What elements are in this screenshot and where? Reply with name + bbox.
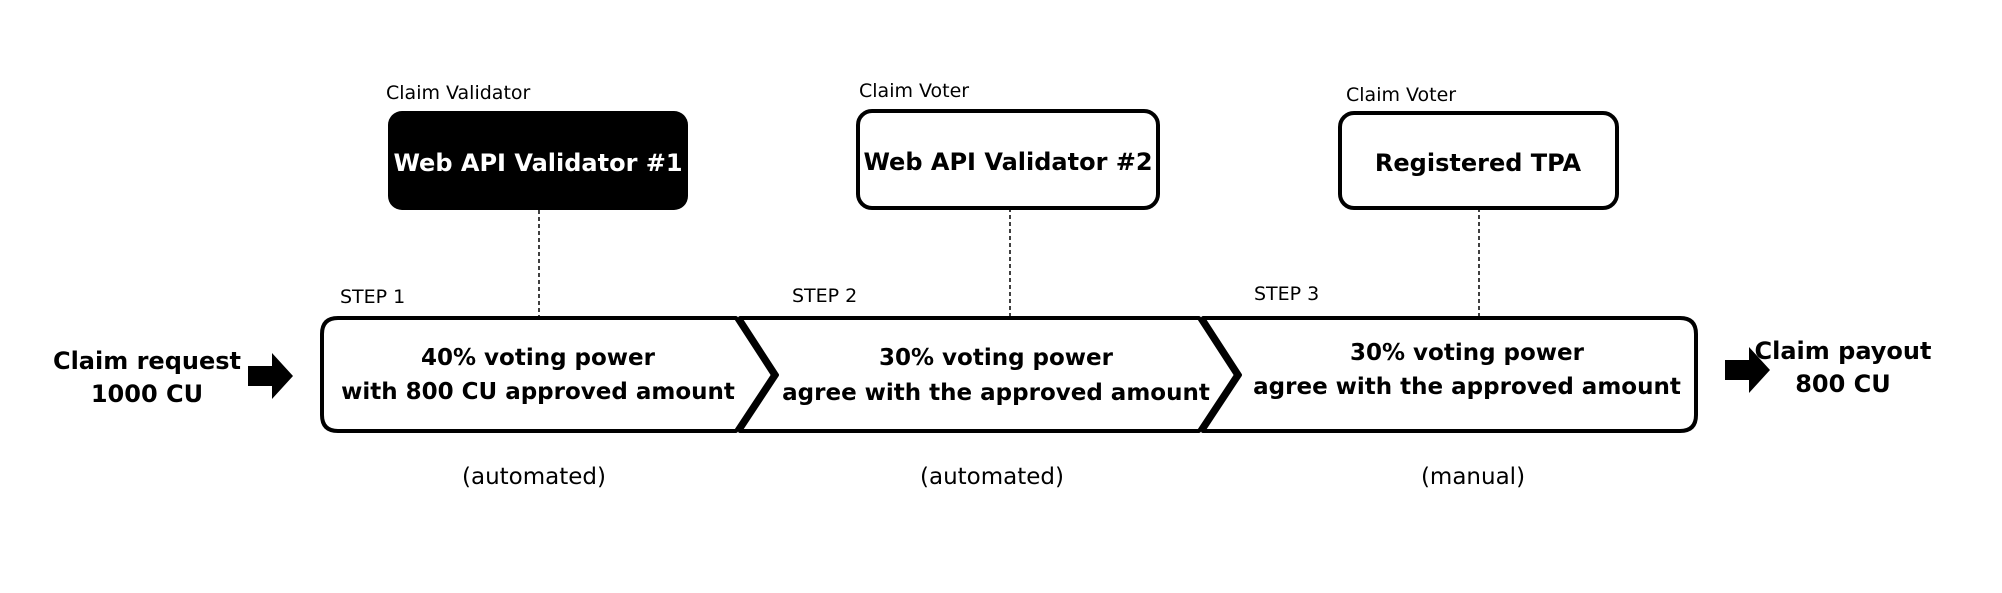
step2-line2: agree with the approved amount bbox=[782, 380, 1210, 406]
input-arrow-icon bbox=[248, 353, 293, 399]
role-name-2: Web API Validator #2 bbox=[863, 148, 1152, 176]
step3-line2: agree with the approved amount bbox=[1253, 374, 1681, 400]
step2-segment bbox=[738, 316, 1238, 433]
step-label-3: STEP 3 bbox=[1254, 283, 1319, 305]
claim-payout-line2: 800 CU bbox=[1795, 370, 1891, 398]
claim-request-line1: Claim request bbox=[53, 347, 241, 375]
role-label-3: Claim Voter bbox=[1346, 84, 1456, 106]
step1-line2: with 800 CU approved amount bbox=[341, 379, 735, 405]
output-arrow-icon bbox=[1725, 347, 1770, 393]
role-label-2: Claim Voter bbox=[859, 80, 969, 102]
role-name-3: Registered TPA bbox=[1375, 149, 1582, 177]
step-label-1: STEP 1 bbox=[340, 286, 405, 308]
step3-line1: 30% voting power bbox=[1350, 340, 1585, 366]
step1-line1: 40% voting power bbox=[421, 345, 656, 371]
step2-mode: (automated) bbox=[920, 464, 1064, 490]
step1-mode: (automated) bbox=[462, 464, 606, 490]
role-name-1: Web API Validator #1 bbox=[393, 149, 682, 177]
step2-line1: 30% voting power bbox=[879, 345, 1114, 371]
validator2-box bbox=[856, 109, 1160, 210]
step1-segment bbox=[320, 316, 775, 433]
role-label-1: Claim Validator bbox=[386, 82, 531, 104]
claim-payout-line1: Claim payout bbox=[1755, 337, 1932, 365]
claim-request-line2: 1000 CU bbox=[91, 380, 203, 408]
validator1-box bbox=[388, 111, 688, 210]
step-label-2: STEP 2 bbox=[792, 285, 857, 307]
step3-segment bbox=[1201, 316, 1698, 433]
step3-mode: (manual) bbox=[1421, 464, 1525, 490]
